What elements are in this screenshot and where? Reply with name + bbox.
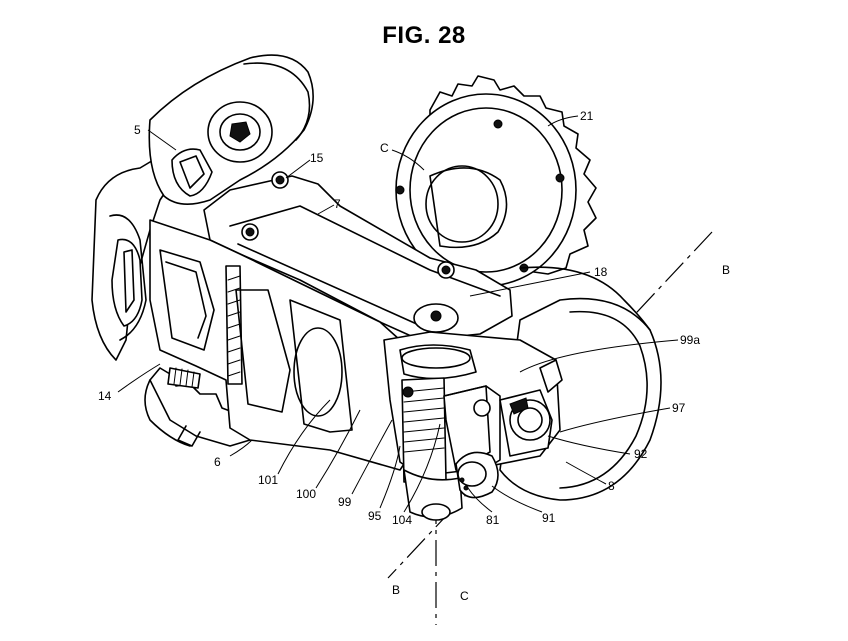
label-97: 97 <box>672 401 686 415</box>
label-100: 100 <box>296 487 316 501</box>
label-18: 18 <box>594 265 608 279</box>
leader-lines <box>117 115 679 513</box>
reference-labels: 5 15 7 C 21 B 18 99a 97 92 8 91 81 104 9… <box>98 109 730 603</box>
parallelogram-link <box>203 171 513 341</box>
label-92: 92 <box>634 447 648 461</box>
label-b-bottom: B <box>392 583 400 597</box>
label-c-bottom: C <box>460 589 469 603</box>
label-15: 15 <box>310 151 324 165</box>
label-b-right: B <box>722 263 730 277</box>
label-99: 99 <box>338 495 352 509</box>
label-101: 101 <box>258 473 278 487</box>
b-knuckle <box>91 54 314 361</box>
lower-body <box>149 219 421 471</box>
axis-b-line <box>387 231 713 579</box>
clutch-assembly <box>383 331 563 521</box>
label-c-top: C <box>380 141 389 155</box>
label-81: 81 <box>486 513 500 527</box>
label-8: 8 <box>608 479 615 493</box>
label-7: 7 <box>334 197 341 211</box>
label-104: 104 <box>392 513 412 527</box>
figure-title: FIG. 28 <box>382 22 466 49</box>
label-91: 91 <box>542 511 556 525</box>
upper-sprocket <box>395 75 597 287</box>
label-5: 5 <box>134 123 141 137</box>
label-14: 14 <box>98 389 112 403</box>
label-6: 6 <box>214 455 221 469</box>
label-95: 95 <box>368 509 382 523</box>
label-99a: 99a <box>680 333 700 347</box>
label-21: 21 <box>580 109 594 123</box>
